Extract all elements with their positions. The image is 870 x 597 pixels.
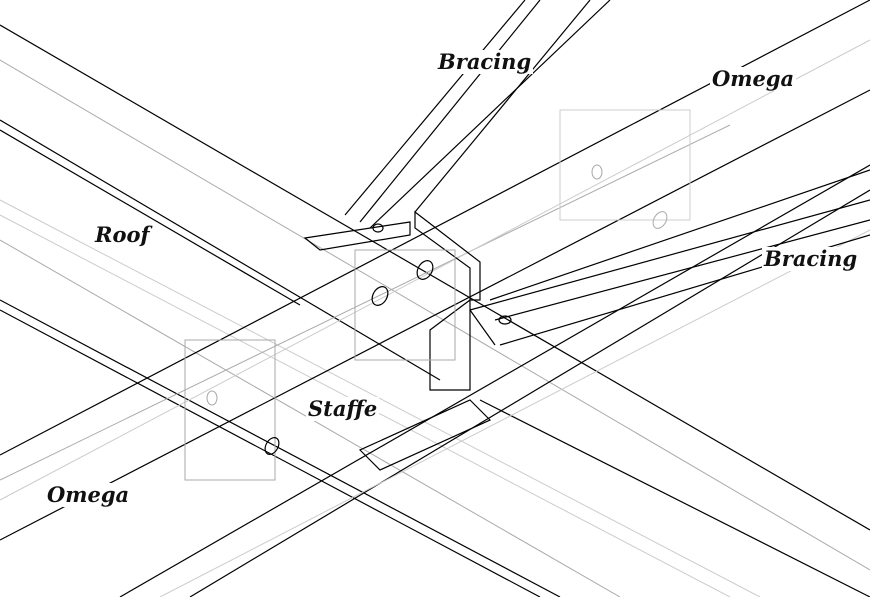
label-staffe: Staffe [306, 396, 380, 421]
bracing-members [344, 0, 870, 346]
label-bracing-right: Bracing [762, 246, 860, 271]
label-omega-top: Omega [710, 66, 797, 91]
staffe-brackets [184, 109, 691, 481]
label-bracing-top: Bracing [436, 49, 534, 74]
label-omega-bottom: Omega [45, 482, 132, 507]
label-roof: Roof [93, 222, 152, 247]
roof-beam [0, 24, 870, 597]
